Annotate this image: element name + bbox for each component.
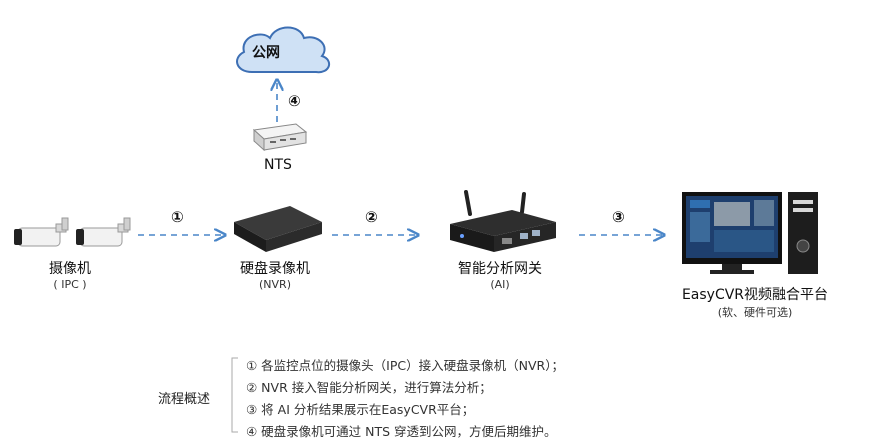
flow-bracket [231, 357, 238, 433]
camera-icon [14, 217, 69, 247]
platform-sublabel: (软、硬件可选) [717, 306, 793, 319]
pc-tower-icon [788, 192, 818, 274]
flow-step-3: ③ 将 AI 分析结果展示在EasyCVR平台； [246, 402, 475, 417]
platform-label: EasyCVR视频融合平台 [681, 287, 829, 303]
monitor-icon [682, 192, 782, 274]
cloud-icon [236, 26, 331, 74]
flow-step-1: ① 各监控点位的摄像头（IPC）接入硬盘录像机（NVR）； [246, 358, 564, 373]
flow-title: 流程概述 [158, 392, 211, 407]
step-label-3: ③ [612, 208, 625, 226]
step-label-1: ① [171, 208, 184, 226]
flow-step-2: ② NVR 接入智能分析网关，进行算法分析； [246, 380, 492, 395]
ipc-label: 摄像机 [49, 261, 91, 277]
ipc-sublabel: ( IPC ) [53, 278, 87, 291]
flow-step-4: ④ 硬盘录像机可通过 NTS 穿透到公网，方便后期维护。 [246, 424, 557, 439]
nts-device-icon [252, 123, 308, 152]
cloud-label: 公网 [252, 45, 280, 61]
step-label-4: ④ [288, 92, 301, 110]
step-label-2: ② [365, 208, 378, 226]
nvr-label: 硬盘录像机 [240, 261, 310, 277]
ai-gateway-icon [450, 190, 556, 252]
camera-icon [76, 217, 131, 247]
nvr-device-icon [234, 206, 322, 252]
nvr-sublabel: (NVR) [259, 278, 291, 291]
ai-label: 智能分析网关 [458, 261, 542, 277]
ai-sublabel: (AI) [490, 278, 510, 291]
nts-label: NTS [264, 157, 292, 173]
